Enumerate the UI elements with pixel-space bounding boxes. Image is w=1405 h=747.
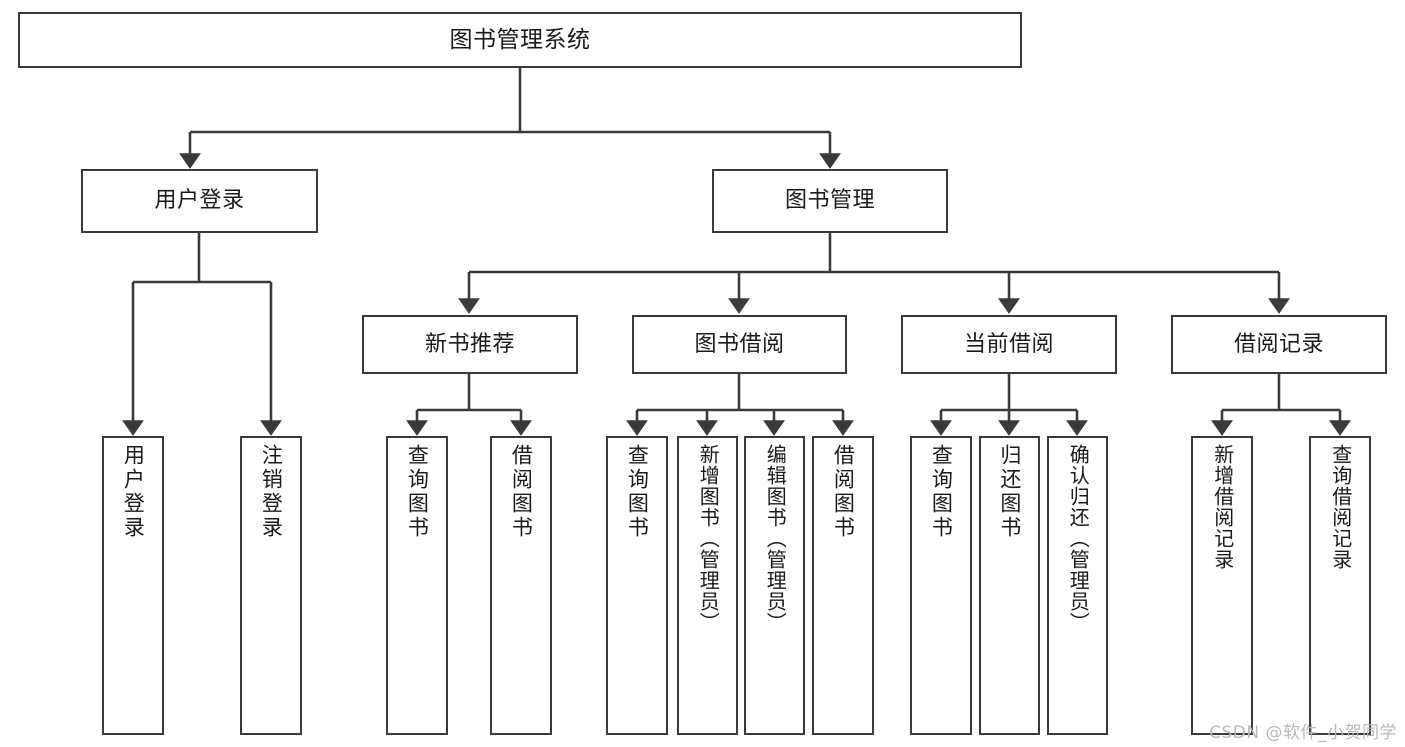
watermark-text: CSDN @软件_小贺同学	[1209, 723, 1397, 743]
leaf-borrow-book[interactable]: 借阅图书	[812, 436, 874, 735]
node-root-label: 图书管理系统	[449, 26, 591, 53]
node-book-management-label: 图书管理	[784, 188, 875, 214]
leaf-add-book-admin-label: 新增图书（管理员）	[696, 444, 721, 633]
leaf-query-borrow-record-label: 查询借阅记录	[1328, 444, 1353, 570]
leaf-confirm-return-admin-label: 确认归还（管理员）	[1066, 444, 1091, 633]
leaf-return-book-label: 归还图书	[997, 444, 1022, 540]
leaf-add-borrow-record-label: 新增借阅记录	[1210, 444, 1235, 570]
leaf-query-book-current-label: 查询图书	[929, 444, 954, 540]
node-new-book-recommend[interactable]: 新书推荐	[362, 315, 578, 374]
leaf-query-borrow-record[interactable]: 查询借阅记录	[1309, 436, 1371, 735]
leaf-user-login[interactable]: 用户登录	[102, 436, 164, 735]
leaf-query-book-recommend-label: 查询图书	[405, 444, 430, 540]
node-new-book-recommend-label: 新书推荐	[424, 331, 515, 357]
leaf-borrow-book-recommend[interactable]: 借阅图书	[490, 436, 552, 735]
node-root[interactable]: 图书管理系统	[18, 12, 1022, 68]
leaf-query-book-recommend[interactable]: 查询图书	[386, 436, 448, 735]
node-book-borrow[interactable]: 图书借阅	[632, 315, 847, 374]
leaf-user-login-label: 用户登录	[121, 444, 146, 540]
node-borrow-records[interactable]: 借阅记录	[1171, 315, 1387, 374]
leaf-logout[interactable]: 注销登录	[240, 436, 302, 735]
node-current-borrow-label: 当前借阅	[963, 331, 1054, 357]
node-book-management[interactable]: 图书管理	[712, 169, 948, 233]
leaf-query-book-borrow-label: 查询图书	[625, 444, 650, 540]
leaf-borrow-book-recommend-label: 借阅图书	[509, 444, 534, 540]
leaf-edit-book-admin[interactable]: 编辑图书（管理员）	[744, 436, 805, 735]
leaf-logout-label: 注销登录	[259, 444, 284, 540]
node-user-login[interactable]: 用户登录	[81, 169, 318, 233]
leaf-confirm-return-admin[interactable]: 确认归还（管理员）	[1047, 436, 1108, 735]
leaf-borrow-book-label: 借阅图书	[831, 444, 856, 540]
leaf-add-borrow-record[interactable]: 新增借阅记录	[1191, 436, 1253, 735]
leaf-query-book-borrow[interactable]: 查询图书	[606, 436, 668, 735]
leaf-return-book[interactable]: 归还图书	[979, 436, 1040, 735]
node-borrow-records-label: 借阅记录	[1233, 331, 1324, 357]
leaf-add-book-admin[interactable]: 新增图书（管理员）	[677, 436, 738, 735]
leaf-edit-book-admin-label: 编辑图书（管理员）	[763, 444, 788, 633]
leaf-query-book-current[interactable]: 查询图书	[910, 436, 972, 735]
node-book-borrow-label: 图书借阅	[694, 331, 785, 357]
node-current-borrow[interactable]: 当前借阅	[901, 315, 1117, 374]
node-user-login-label: 用户登录	[154, 188, 245, 214]
